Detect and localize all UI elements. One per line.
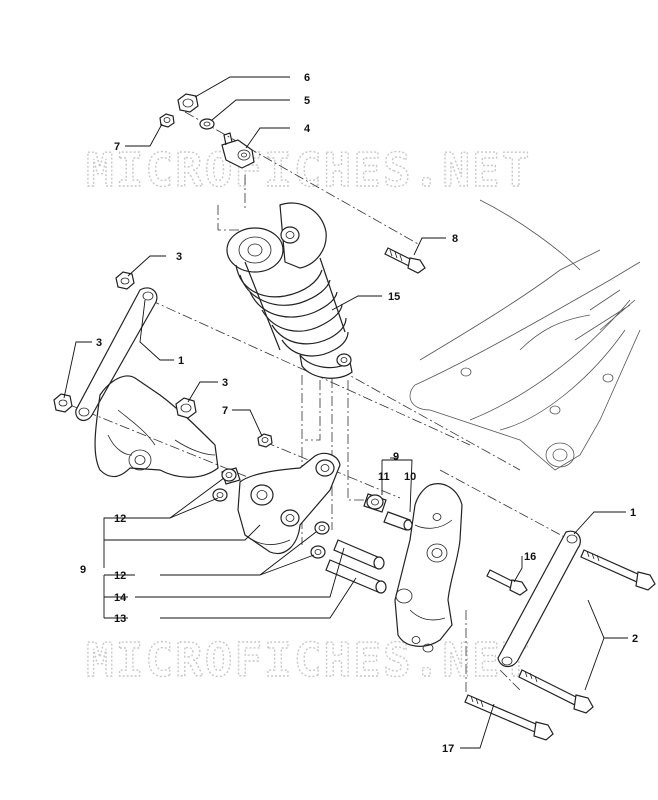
swingarm-frame xyxy=(409,199,641,471)
callout-5: 5 xyxy=(304,95,310,107)
spacer-part-10 xyxy=(383,511,413,531)
callout-1-right: 1 xyxy=(630,507,636,519)
rocker-lever-part-9 xyxy=(237,452,341,554)
watermark-bottom: MICROFICHES.NET xyxy=(86,633,531,687)
callout-labels: 6 5 4 7 8 3 15 3 1 3 7 9 11 10 1 12 9 12… xyxy=(80,72,638,755)
clevis-part-4 xyxy=(221,132,255,169)
callout-12-lower: 12 xyxy=(114,570,126,582)
nut-part-7-upper xyxy=(159,113,175,128)
callout-17: 17 xyxy=(442,743,454,755)
watermark-top: MICROFICHES.NET xyxy=(86,143,531,197)
callout-2: 2 xyxy=(632,633,638,645)
callout-1-left: 1 xyxy=(178,355,184,367)
bush-part-12-lower-a xyxy=(314,521,330,535)
nut-part-3-upper xyxy=(115,271,135,290)
bush-part-12-upper-a xyxy=(221,467,241,485)
frame-bracket-right xyxy=(394,483,463,653)
callout-14: 14 xyxy=(114,592,127,604)
callout-16: 16 xyxy=(524,551,536,563)
bolt-part-17 xyxy=(464,694,554,741)
callout-9-left: 9 xyxy=(80,564,86,576)
washer-part-5 xyxy=(199,118,215,130)
callout-9-upper: 9 xyxy=(393,451,399,463)
callout-12-upper: 12 xyxy=(114,513,126,525)
bolt-part-16 xyxy=(486,569,528,596)
nut-part-3-middle xyxy=(175,397,197,419)
callout-15: 15 xyxy=(388,291,400,303)
link-rod-part-1-right xyxy=(497,530,581,668)
callout-8: 8 xyxy=(452,233,458,245)
callout-7-upper: 7 xyxy=(114,141,120,153)
bolt-part-2-upper xyxy=(580,549,656,591)
nut-part-7-lower xyxy=(257,433,273,448)
bush-part-12-lower-b xyxy=(310,545,326,559)
callout-leaders xyxy=(63,76,628,749)
callout-3-middle: 3 xyxy=(222,377,228,389)
assembly-centerlines xyxy=(69,111,571,695)
callout-3-upper: 3 xyxy=(176,251,182,263)
callout-13: 13 xyxy=(114,613,126,625)
callout-3-left: 3 xyxy=(96,337,102,349)
spacer-part-14 xyxy=(333,539,385,570)
bush-part-12-upper-b xyxy=(212,488,228,502)
bolt-part-8 xyxy=(384,247,426,274)
link-rod-part-1-left xyxy=(75,287,158,422)
callout-10: 10 xyxy=(404,471,416,483)
callout-11: 11 xyxy=(378,471,390,483)
callout-4: 4 xyxy=(304,123,311,135)
callout-7-lower: 7 xyxy=(222,405,228,417)
nut-part-6 xyxy=(177,93,199,113)
spacer-part-13 xyxy=(325,559,387,594)
bush-part-11 xyxy=(363,493,387,513)
shock-absorber-part-15 xyxy=(226,202,353,379)
callout-6: 6 xyxy=(304,72,310,84)
bolt-part-2-lower xyxy=(518,669,594,714)
frame-bracket-left xyxy=(94,375,219,478)
nut-part-3-left xyxy=(53,393,73,413)
